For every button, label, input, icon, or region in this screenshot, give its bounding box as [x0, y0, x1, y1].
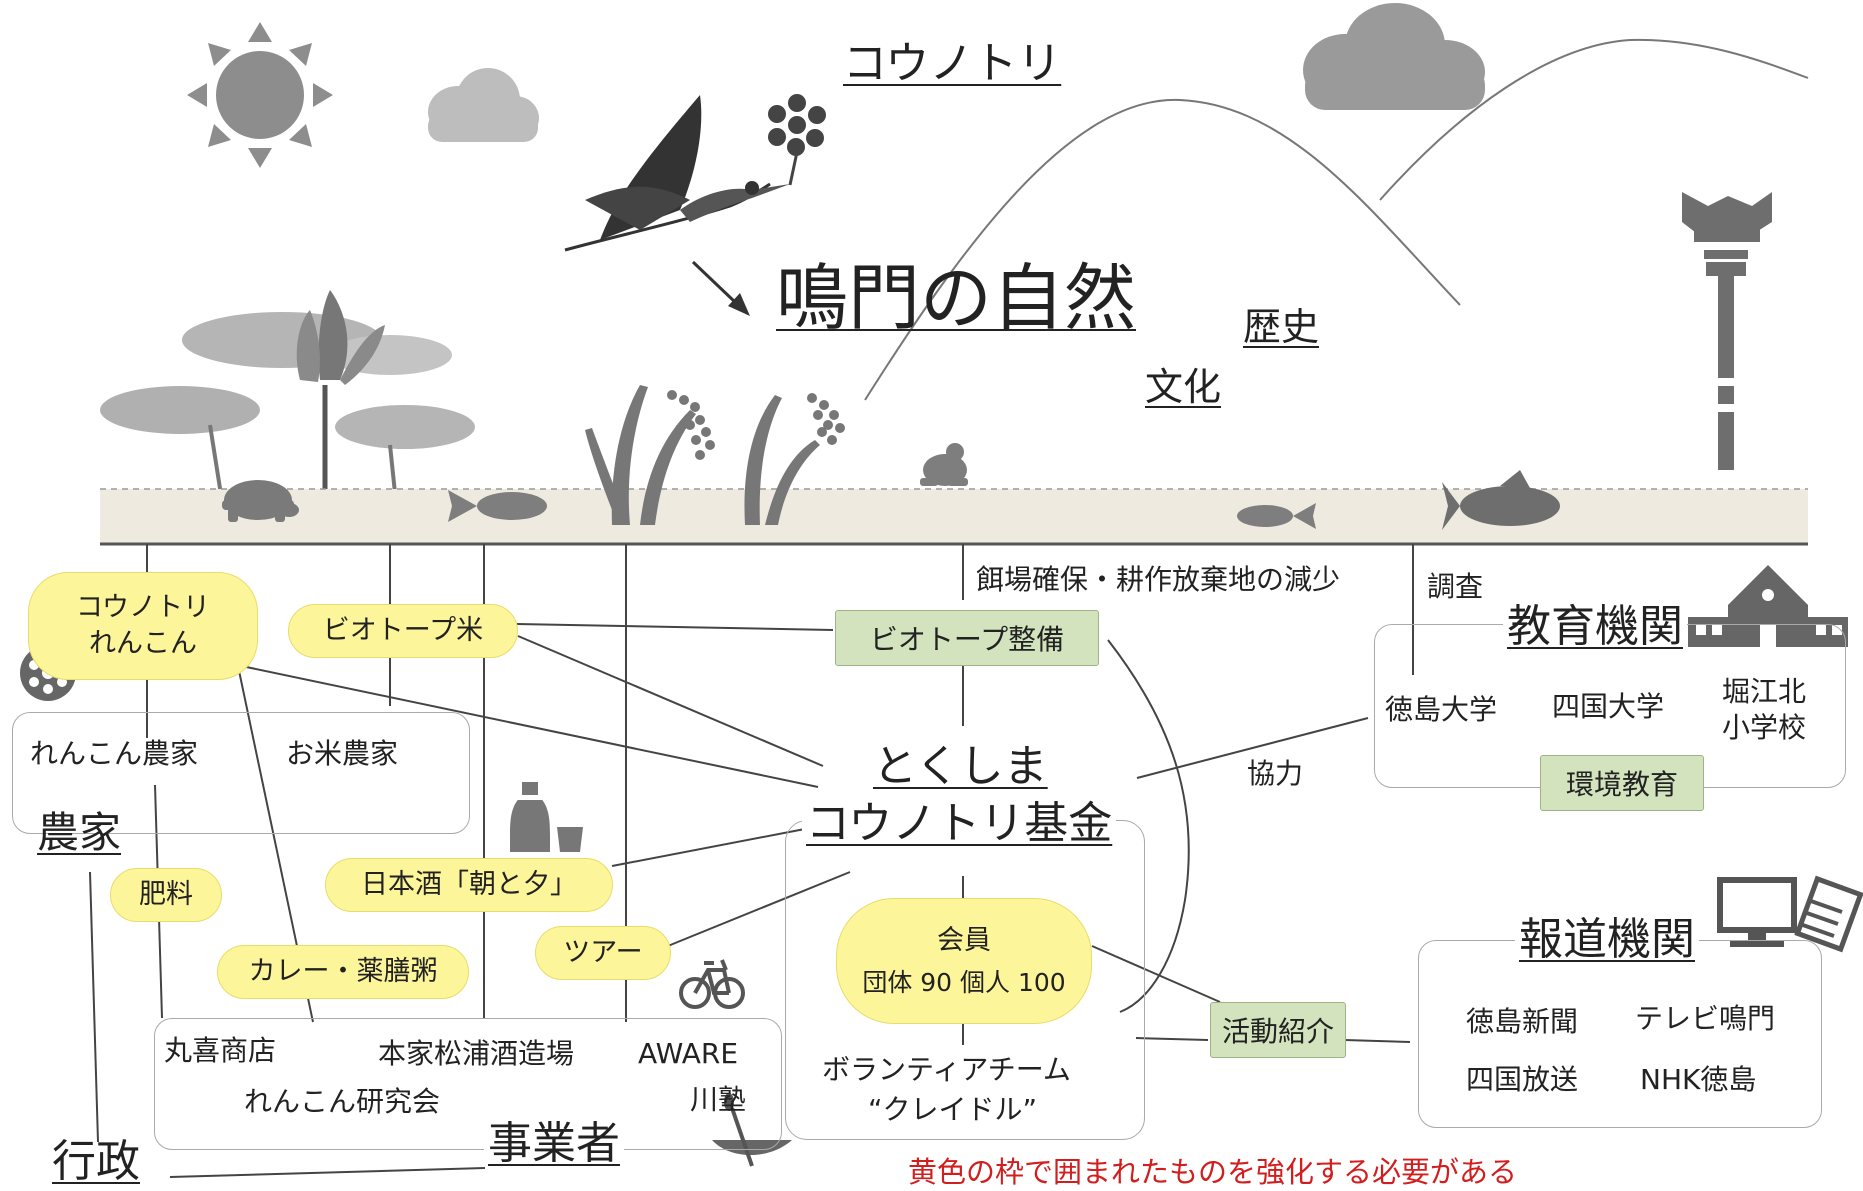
business-frame	[154, 1018, 782, 1150]
culture-label: 文化	[1145, 365, 1222, 409]
survey-label: 調査	[1427, 570, 1484, 603]
arrow-icon	[691, 260, 750, 316]
volunteer-line1: ボランティアチーム	[822, 1053, 1071, 1086]
cooperation-label: 協力	[1247, 757, 1304, 790]
tour-product: ツアー	[535, 926, 671, 980]
environmental-education: 環境教育	[1540, 755, 1704, 811]
tv-icon	[1717, 877, 1797, 947]
note-text: 黄色の枠で囲まれたものを強化する必要がある	[908, 1155, 1518, 1189]
business-title: 事業者	[484, 1122, 624, 1166]
media-title: 報道機関	[1515, 918, 1699, 962]
activity-introduction: 活動紹介	[1210, 1002, 1346, 1058]
biotope-maintenance: ビオトープ整備	[835, 610, 1099, 666]
rice-icon	[667, 390, 845, 460]
farmers-frame	[12, 712, 470, 834]
frog-icon	[920, 443, 968, 486]
bicycle-icon	[679, 959, 745, 1009]
volunteer-line2: “クレイドル”	[868, 1093, 1038, 1126]
stork-title: コウノトリ	[843, 38, 1062, 89]
biotope-note: 餌場確保・耕作放棄地の減少	[976, 563, 1341, 596]
history-label: 歴史	[1243, 305, 1320, 349]
matsuura-brewery: 本家松浦酒造場	[378, 1037, 575, 1070]
members-title: 会員	[937, 925, 991, 957]
lotus-farmer: れんこん農家	[30, 737, 199, 770]
mountain-icon	[864, 38, 1809, 401]
cloud-icon	[428, 68, 539, 142]
nhk-tokushima: NHK徳島	[1640, 1063, 1757, 1096]
sake-product: 日本酒「朝と夕」	[325, 858, 613, 912]
stork-lotus-line1: コウノトリ	[76, 591, 210, 623]
tv-naruto: テレビ鳴門	[1635, 1002, 1776, 1035]
rice-icon	[585, 385, 820, 525]
fund-title-line1: とくしま	[873, 741, 1048, 792]
page-title: 鳴門の自然	[776, 256, 1137, 340]
turtle-icon	[222, 480, 299, 522]
fish-icon	[1442, 470, 1560, 530]
flower-icon	[768, 94, 826, 186]
fertilizer-product: 肥料	[110, 868, 222, 922]
newspaper-icon	[1794, 875, 1863, 953]
shikoku-broadcasting: 四国放送	[1466, 1063, 1579, 1096]
fund-title-line2: コウノトリ基金	[802, 802, 1117, 846]
maruki-shop: 丸喜商店	[164, 1034, 277, 1067]
horie-school-line2: 小学校	[1722, 711, 1807, 744]
members-detail: 団体 90 個人 100	[862, 967, 1066, 997]
members-pill: 会員 団体 90 個人 100	[836, 898, 1092, 1024]
sun-icon	[187, 22, 333, 168]
government-title: 行政	[52, 1136, 140, 1187]
fish-icon	[1237, 503, 1316, 529]
sake-icon	[510, 782, 583, 852]
lotus-icon	[100, 290, 475, 523]
cloud-icon	[1303, 3, 1485, 110]
farmers-title: 農家	[37, 808, 122, 857]
lotus-research-group: れんこん研究会	[244, 1085, 441, 1118]
stork-lotus-line2: れんこん	[89, 628, 197, 659]
curry-product: カレー・薬膳粥	[217, 945, 469, 999]
aware: AWARE	[638, 1037, 739, 1070]
tokushima-university: 徳島大学	[1385, 693, 1498, 726]
shikoku-university: 四国大学	[1552, 690, 1665, 723]
stork-icon	[564, 95, 790, 252]
stork-lotus-product: コウノトリ れんこん	[28, 572, 258, 680]
kawajuku: 川塾	[690, 1083, 747, 1116]
torii-icon	[1682, 192, 1772, 470]
biotope-rice-product: ビオトープ米	[288, 604, 518, 658]
fish-icon	[448, 490, 547, 522]
tokushima-shimbun: 徳島新聞	[1466, 1005, 1579, 1038]
rice-farmer: お米農家	[286, 737, 399, 770]
horie-school-line1: 堀江北	[1722, 675, 1807, 708]
education-title: 教育機関	[1503, 605, 1687, 649]
